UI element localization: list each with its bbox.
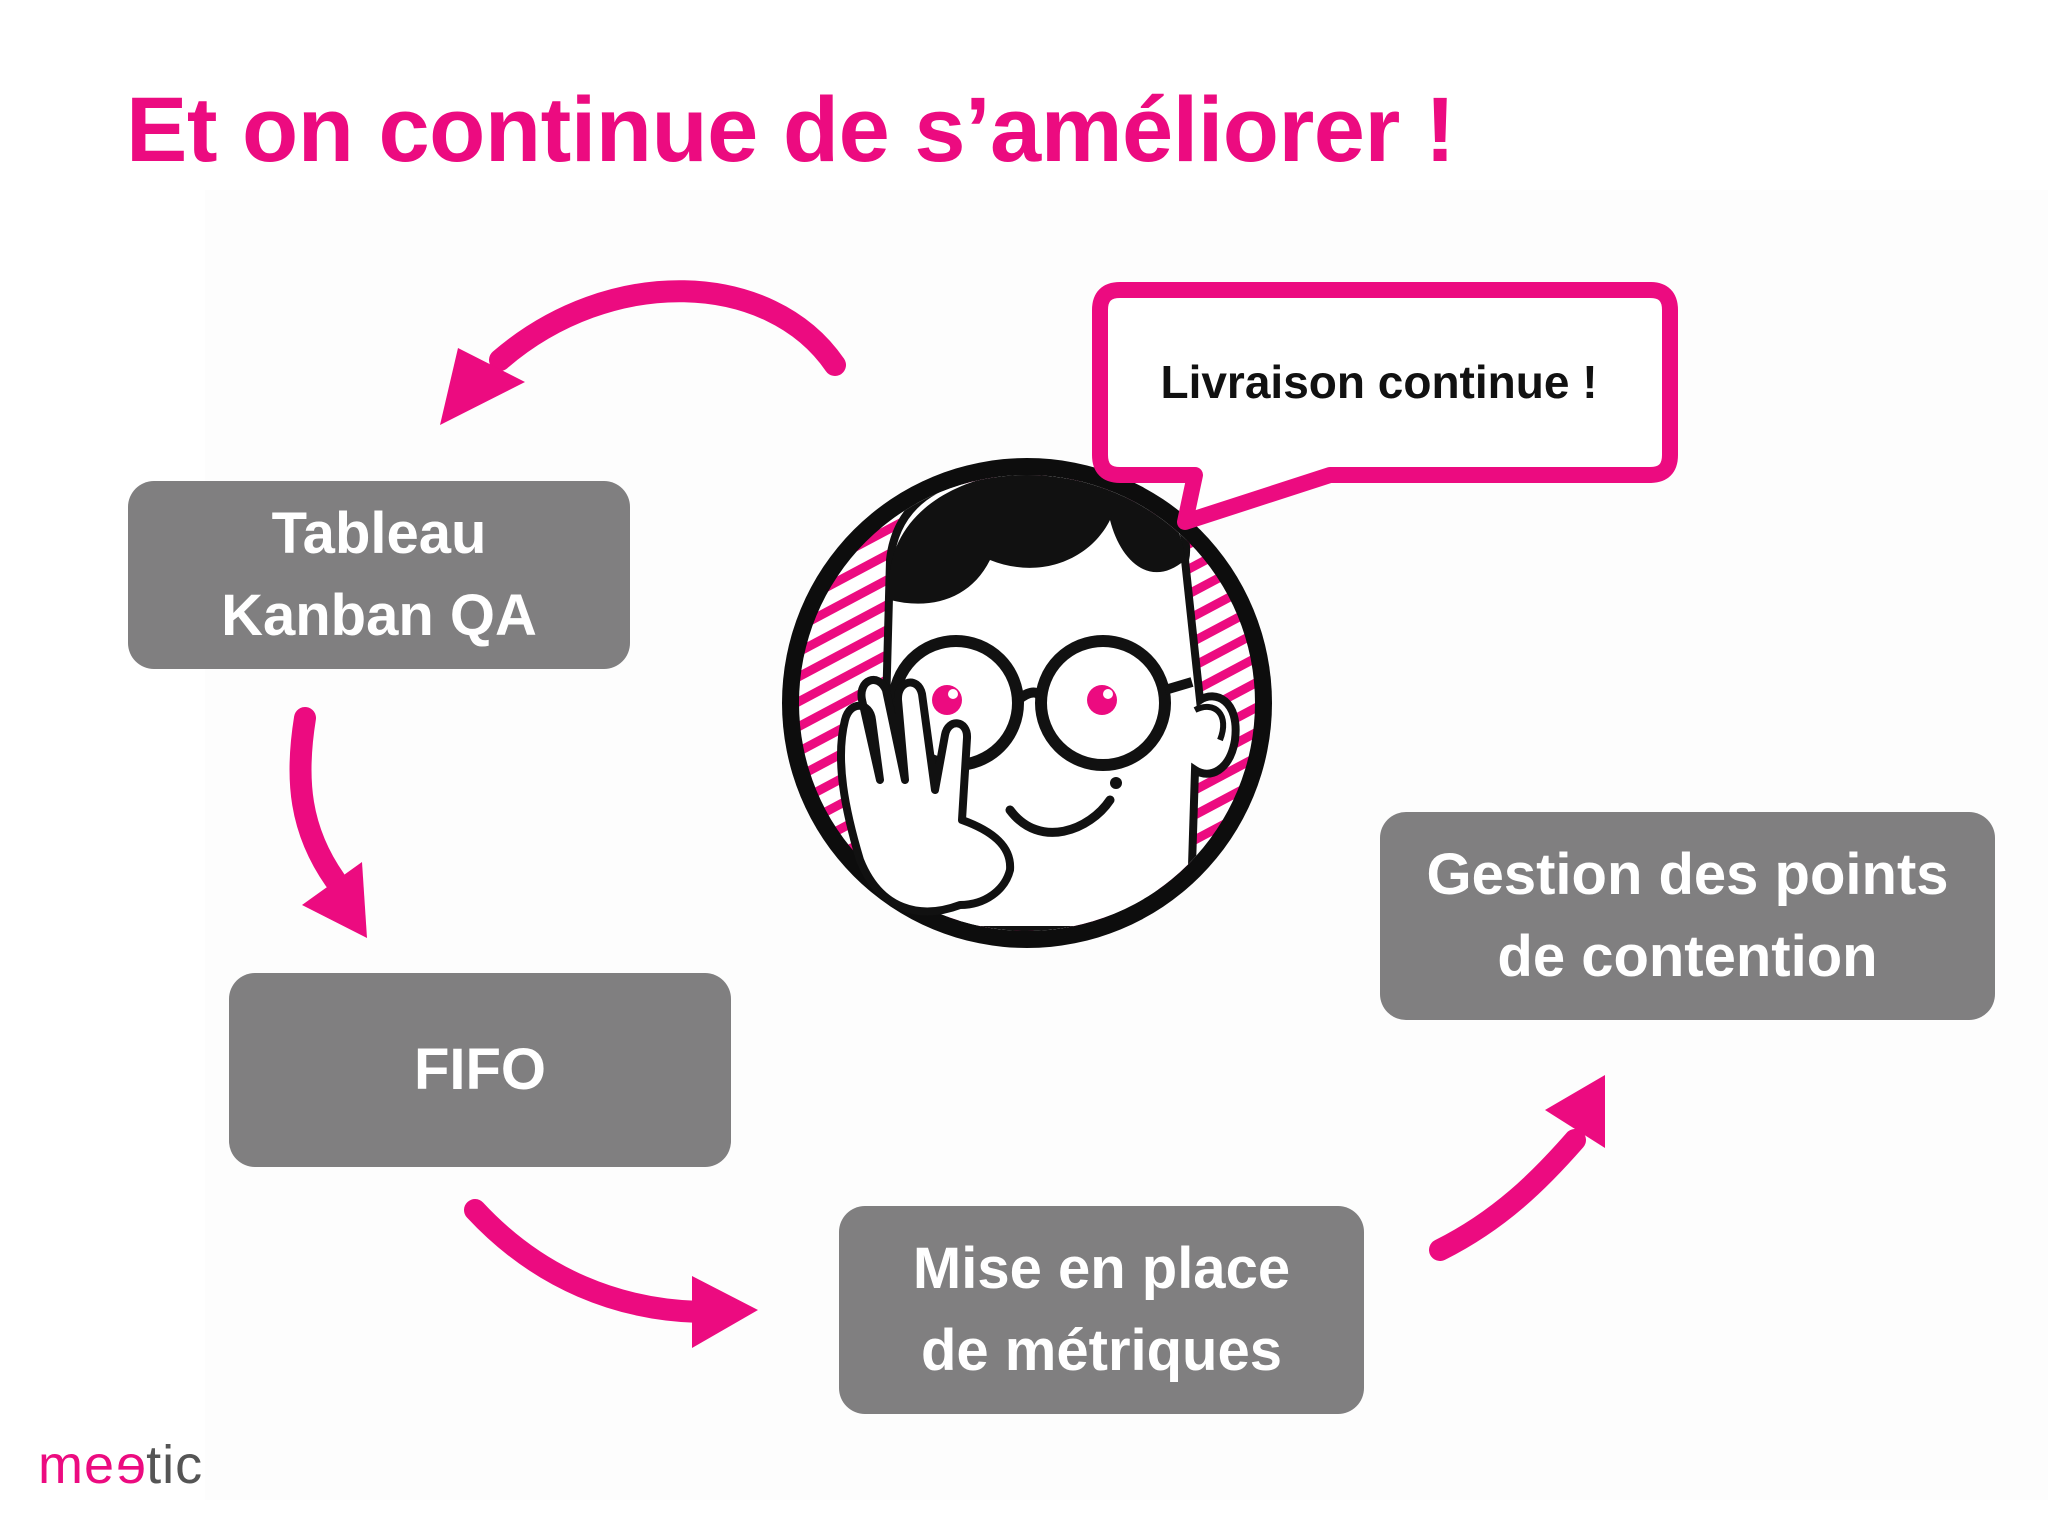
step-box-gestion-contention: Gestion des points de contention xyxy=(1380,812,1995,1020)
arrow-bottom-icon xyxy=(464,1199,758,1348)
character-hand-face-icon xyxy=(782,458,1272,948)
step-box-metriques: Mise en place de métriques xyxy=(839,1206,1364,1414)
meetic-logo: meetic xyxy=(38,1434,203,1496)
step-label-line: Mise en place xyxy=(912,1236,1291,1301)
arrow-left-down-icon xyxy=(289,707,367,938)
step-label-line: de métriques xyxy=(921,1318,1282,1383)
logo-part-me: me xyxy=(38,1435,116,1495)
step-box-tableau-kanban: Tableau Kanban QA xyxy=(128,481,630,669)
step-box-fifo: FIFO xyxy=(229,973,731,1167)
speech-bubble-text: Livraison continue ! xyxy=(1160,356,1598,408)
step-label-line: FIFO xyxy=(413,1037,547,1102)
arrow-top-left-icon xyxy=(440,280,846,425)
logo-part-tic: tic xyxy=(146,1435,204,1495)
step-label-line: Kanban QA xyxy=(221,583,537,648)
page-title: Et on continue de s’améliorer ! xyxy=(126,79,1455,181)
step-label-line: Tableau xyxy=(271,501,487,566)
step-label-line: Gestion des points xyxy=(1426,842,1949,907)
speech-bubble xyxy=(1092,282,1678,530)
arrow-bottom-right-icon xyxy=(1429,1075,1605,1261)
step-label-line: de contention xyxy=(1497,924,1878,989)
logo-part-e: e xyxy=(115,1435,147,1495)
